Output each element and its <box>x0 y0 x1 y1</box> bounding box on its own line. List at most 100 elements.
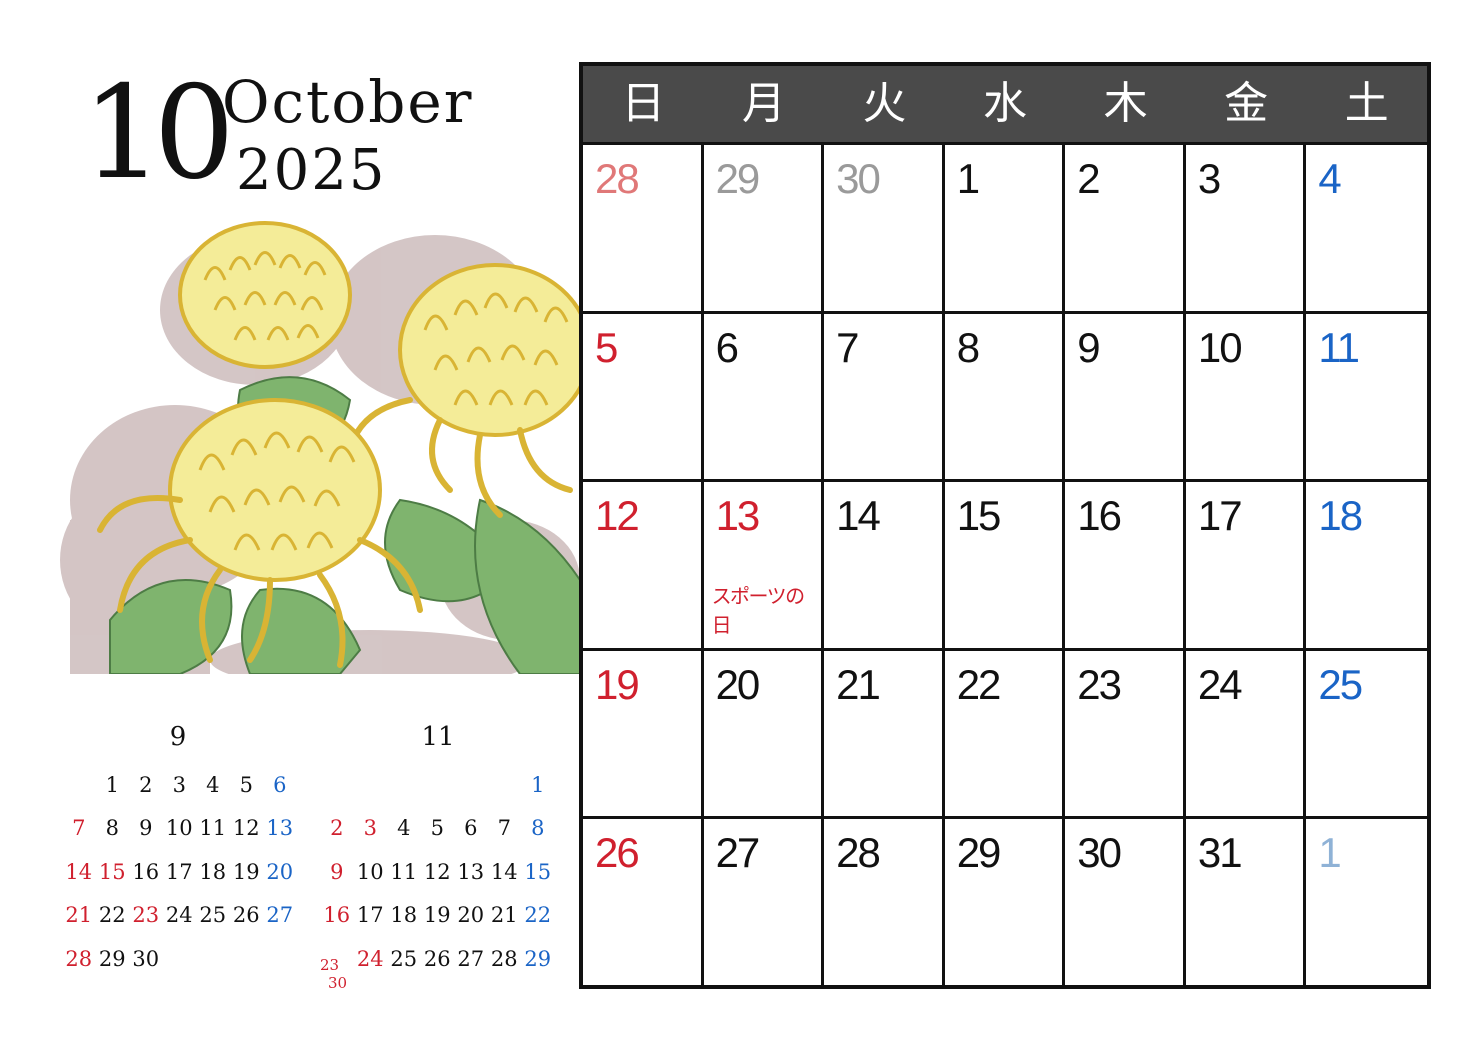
mini-day-split-top: 23 <box>320 955 340 974</box>
day-number: 30 <box>836 155 881 202</box>
mini-day: 13 <box>457 859 485 884</box>
day-number: 3 <box>1197 155 1221 202</box>
day-number: 29 <box>715 155 761 202</box>
mini-day: 2 <box>139 773 153 797</box>
chrysanthemum-illustration <box>60 221 580 674</box>
day-cell: 12 <box>583 479 704 648</box>
day-number: 17 <box>1197 492 1243 540</box>
day-cell: 2 <box>1065 142 1186 311</box>
mini-day: 18 <box>390 903 418 928</box>
day-number: 10 <box>1197 323 1243 371</box>
mini-day <box>421 770 455 813</box>
weekday-label: 水 <box>982 78 1027 129</box>
day-number: 21 <box>836 660 881 708</box>
day-number: 14 <box>836 492 881 540</box>
mini-day: 1 <box>531 773 545 797</box>
mini-day: 16 <box>323 903 351 928</box>
mini-calendar-title: 9 <box>169 722 187 752</box>
day-number: 16 <box>1077 492 1122 540</box>
month-number: 10 <box>82 59 235 208</box>
day-number: 4 <box>1318 155 1341 202</box>
day-number: 12 <box>595 492 640 540</box>
mini-day: 6 <box>464 816 478 841</box>
weekday-label: 金 <box>1224 78 1269 129</box>
weekday-label: 月 <box>741 78 786 129</box>
day-cell: 19 <box>583 647 704 817</box>
mini-day: 14 <box>65 859 93 884</box>
mini-day: 26 <box>232 903 260 928</box>
day-cell: 11 <box>1306 310 1427 480</box>
day-number: 24 <box>1197 660 1243 708</box>
mini-day: 17 <box>356 903 384 928</box>
weekday-label: 土 <box>1344 78 1389 129</box>
mini-day: 25 <box>199 903 227 928</box>
mini-day: 30 <box>132 946 160 971</box>
mini-day <box>196 944 230 987</box>
day-cell: 14 <box>824 479 945 648</box>
day-cell: 27 <box>703 816 825 985</box>
day-number: 6 <box>715 323 739 371</box>
mini-day <box>230 944 264 987</box>
mini-day: 7 <box>497 816 511 841</box>
mini-day: 4 <box>397 816 411 841</box>
mini-day: 2 <box>330 816 344 841</box>
mini-day: 5 <box>239 773 253 797</box>
mini-day <box>354 770 388 813</box>
mini-day <box>488 770 522 813</box>
weekday-label: 木 <box>1103 78 1148 129</box>
day-number: 13 <box>715 492 761 540</box>
day-cell: 8 <box>944 310 1066 480</box>
day-number: 22 <box>956 660 1002 708</box>
day-number: 23 <box>1077 660 1122 708</box>
flower-left <box>97 398 423 668</box>
mini-day: 9 <box>330 859 344 884</box>
mini-day: 10 <box>165 816 193 841</box>
mini-day: 8 <box>105 816 119 841</box>
mini-day: 3 <box>172 773 186 797</box>
mini-day <box>62 770 96 813</box>
mini-day: 24 <box>165 903 193 928</box>
mini-day: 6 <box>273 773 287 797</box>
mini-day: 18 <box>199 859 227 884</box>
day-number: 20 <box>715 660 761 708</box>
mini-day: 5 <box>430 816 444 841</box>
day-cell: 18 <box>1306 479 1427 648</box>
mini-day: 8 <box>531 816 545 841</box>
day-number: 25 <box>1318 660 1363 708</box>
mini-day: 12 <box>232 816 260 841</box>
day-cell: 3 <box>1185 142 1307 311</box>
mini-day: 1 <box>105 773 119 797</box>
day-number: 8 <box>956 323 980 371</box>
day-cell: 16 <box>1065 479 1186 648</box>
mini-day: 21 <box>65 903 93 928</box>
mini-day: 17 <box>165 859 193 884</box>
day-cell: 17 <box>1185 479 1307 648</box>
mini-day: 14 <box>490 859 518 884</box>
mini-day: 29 <box>524 946 552 971</box>
day-cell: 29 <box>703 142 825 311</box>
mini-day: 15 <box>524 859 552 884</box>
day-number: 18 <box>1318 492 1363 540</box>
year: 2025 <box>236 138 387 203</box>
day-cell: 1 <box>944 142 1066 311</box>
mini-day: 11 <box>390 859 418 884</box>
mini-day: 7 <box>72 816 86 841</box>
weekday-header: 日月火水木金土 <box>583 66 1427 142</box>
mini-day: 15 <box>98 859 126 884</box>
mini-day: 28 <box>490 946 518 971</box>
day-cell: 25 <box>1306 647 1427 817</box>
day-cell: 4 <box>1306 142 1427 311</box>
mini-day: 22 <box>98 903 126 928</box>
day-cell: 7 <box>824 310 945 480</box>
day-cell: 6 <box>703 310 825 480</box>
mini-day: 27 <box>266 903 294 928</box>
mini-day: 11 <box>199 816 227 841</box>
mini-day: 21 <box>490 903 518 928</box>
mini-day <box>387 770 421 813</box>
day-cell: 28 <box>583 142 704 311</box>
day-number: 26 <box>595 829 640 877</box>
mini-day: 9 <box>139 816 153 841</box>
mini-day: 13 <box>266 816 294 841</box>
mini-day: 29 <box>98 946 126 971</box>
